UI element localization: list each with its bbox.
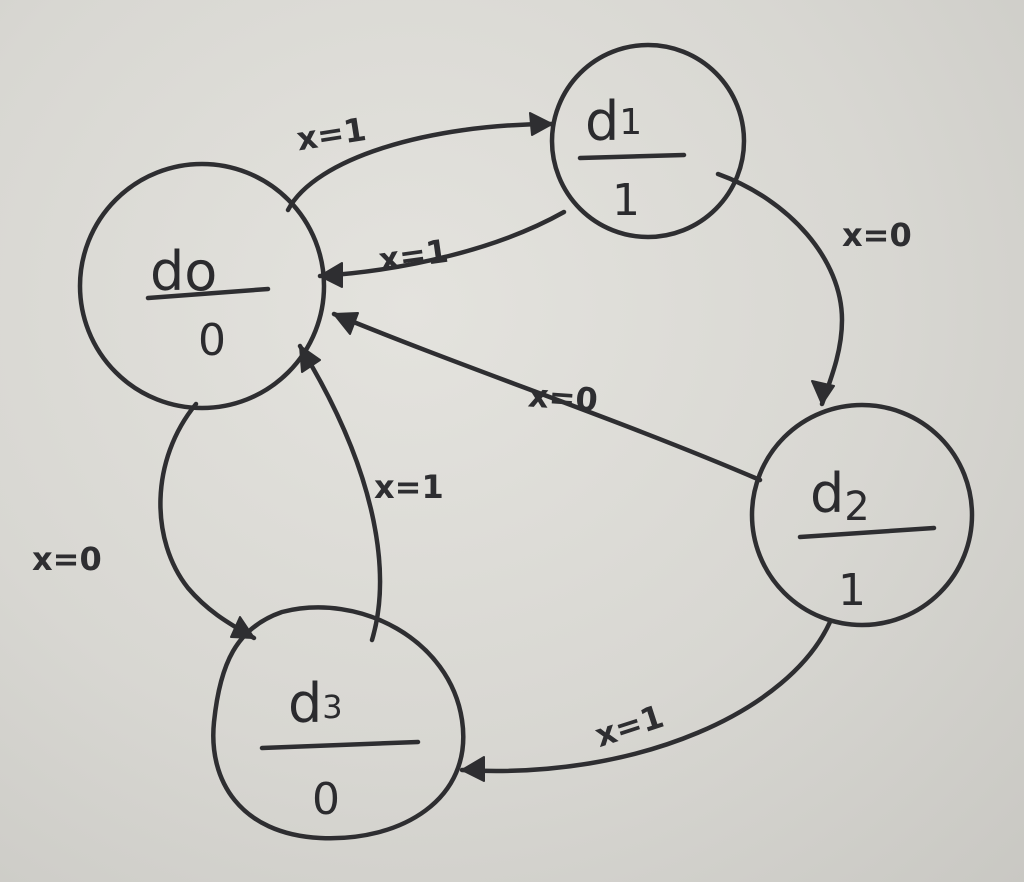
state-d1-name: d1 [585, 90, 642, 153]
transition-d0-d1: x=1 [285, 110, 555, 213]
transition-d3-d0-arrowhead [299, 345, 321, 373]
transition-d1-d0-arrowhead [319, 262, 343, 288]
transition-d2-d0: x=0 [331, 311, 763, 483]
transition-d3-d0: x=1 [297, 343, 444, 643]
transition-d1-d2: x=0 [715, 171, 912, 407]
state-d2-name: d2 [810, 462, 870, 530]
state-d3-divider [259, 739, 421, 751]
state-d3: d3 0 [211, 605, 466, 841]
transition-d1-d2-label: x=0 [842, 216, 912, 254]
state-d3-output: 0 [312, 774, 340, 825]
transition-d1-d2-arrowhead [811, 380, 835, 405]
state-d0-circle [77, 161, 327, 411]
state-d1: d1 1 [549, 42, 747, 240]
transition-d2-d0-arrowhead [333, 312, 359, 335]
transition-d0-d3-label: x=0 [32, 540, 102, 578]
transition-d2-d3-arrowhead [461, 756, 485, 782]
transition-d0-d3-arrowhead [230, 616, 255, 639]
transition-d1-d0: x=1 [317, 209, 567, 288]
state-d0-divider [145, 286, 271, 301]
state-d3-circle [211, 605, 466, 841]
transition-d2-d3-line [459, 619, 833, 774]
transition-d3-d0-line [297, 343, 383, 643]
state-d0: do 0 [77, 161, 327, 411]
state-d1-divider [577, 152, 687, 161]
transition-d1-d0-line [317, 209, 567, 279]
state-d2-divider [797, 525, 937, 540]
transition-d1-d0-label: x=1 [376, 232, 450, 279]
transition-d0-d3: x=0 [32, 401, 257, 641]
state-d0-output: 0 [198, 315, 226, 366]
state-d2-output: 1 [838, 565, 866, 616]
transition-d2-d0-line [331, 311, 763, 483]
transition-d2-d3: x=1 [459, 619, 833, 782]
state-d2-circle [749, 402, 975, 628]
transition-d2-d0-label: x=0 [527, 376, 599, 419]
transition-d1-d2-line [715, 171, 845, 407]
transition-d3-d0-label: x=1 [374, 468, 444, 506]
state-d2: d2 1 [749, 402, 975, 628]
transition-d0-d1-label: x=1 [294, 110, 369, 158]
state-d1-output: 1 [612, 175, 640, 226]
transition-d0-d3-line [158, 401, 257, 641]
transition-d0-d1-arrowhead [529, 112, 553, 136]
state-d3-name: d3 [288, 672, 343, 735]
state-d1-circle [549, 42, 747, 240]
transition-d0-d1-line [285, 121, 555, 213]
